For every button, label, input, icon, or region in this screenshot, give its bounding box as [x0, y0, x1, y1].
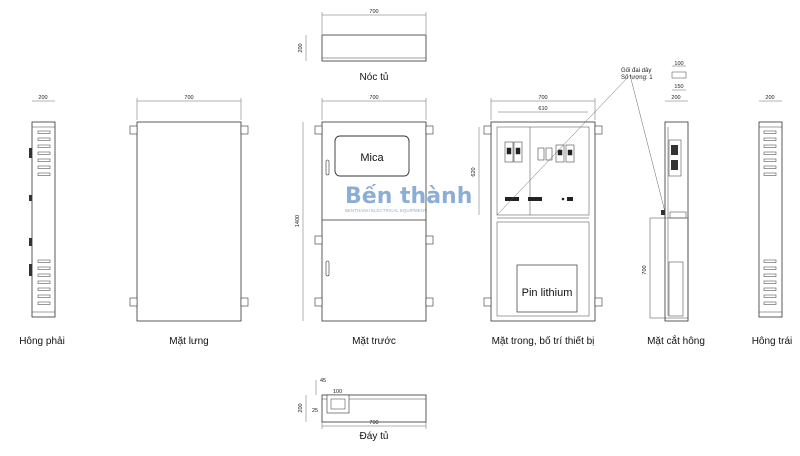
- bottom-depth-dim: 200: [298, 403, 304, 412]
- front-height-dim: 1400: [295, 215, 301, 227]
- inside-inner-width-dim: 610: [538, 106, 547, 112]
- inside-view-label: Mặt trong, bố trí thiết bị: [492, 335, 595, 347]
- vent-slots-bottom: [37, 259, 51, 305]
- door-handle-bottom: [325, 260, 330, 277]
- section-width-dim: 200: [671, 95, 680, 101]
- left-side-label: Hông trái: [752, 336, 793, 347]
- roof-view-label: Nóc tủ: [360, 71, 389, 83]
- mounting-brackets: [129, 125, 249, 307]
- battery-label: Pin lithium: [522, 287, 573, 299]
- right-side-width-dim: 200: [38, 95, 47, 101]
- roof-depth-dim: 200: [298, 43, 304, 52]
- watermark-brand: Bến thành: [345, 184, 472, 209]
- bottom-d2-dim: 100: [333, 389, 342, 395]
- inside-width-dim: 700: [538, 95, 547, 101]
- roof-view: 700 200 Nóc tủ: [298, 9, 427, 83]
- bottom-d3-dim: 25: [312, 408, 318, 414]
- bracket-bottom-dim: 150: [674, 84, 683, 90]
- inside-view: 700 610 620 Pin lithium: [471, 95, 603, 347]
- mica-window: [334, 135, 410, 177]
- bottom-view: 200 45 100 25 700 Đáy tủ: [298, 378, 427, 442]
- left-side-width-dim: 200: [765, 95, 774, 101]
- left-side-view: 200 Hông trái: [752, 95, 793, 347]
- back-view: 700 Mặt lưng: [129, 95, 249, 347]
- roof-width-dim: 700: [369, 9, 378, 15]
- back-view-label: Mặt lưng: [169, 336, 209, 347]
- terminal-blocks: [505, 197, 573, 201]
- vent-slots-top: [37, 130, 51, 176]
- bracket-top-dim: 100: [674, 61, 683, 67]
- right-side-label: Hông phải: [19, 336, 65, 347]
- bottom-view-label: Đáy tủ: [360, 430, 389, 442]
- front-view: 700 1400 Mica Mặt trước: [295, 95, 434, 347]
- watermark-tagline: BENTHANH ELECTRICAL EQUIPMENT: [345, 208, 427, 213]
- front-width-dim: 700: [369, 95, 378, 101]
- mica-window-label: Mica: [360, 152, 384, 164]
- section-view-label: Mặt cắt hông: [647, 334, 705, 347]
- back-width-dim: 700: [184, 95, 193, 101]
- panel-height-dim: 620: [471, 167, 477, 176]
- front-view-label: Mặt trước: [352, 336, 396, 347]
- callout-line2: Số lượng: 1: [621, 75, 653, 81]
- callout-line1: Gối đai dây: [621, 68, 651, 74]
- right-side-view: 200 Hông phải: [19, 95, 65, 347]
- circuit-breakers: [504, 141, 575, 163]
- section-view: Gối đai dây Số lượng: 1 100 150 200 700 …: [496, 61, 705, 347]
- door-handle-top: [325, 159, 330, 176]
- bottom-d1-dim: 45: [320, 378, 326, 384]
- brand-watermark: Bến thành BENTHANH ELECTRICAL EQUIPMENT: [345, 184, 472, 213]
- bottom-width-dim: 700: [369, 420, 378, 426]
- battery-box: [516, 264, 578, 313]
- section-inner-height-dim: 700: [642, 265, 648, 274]
